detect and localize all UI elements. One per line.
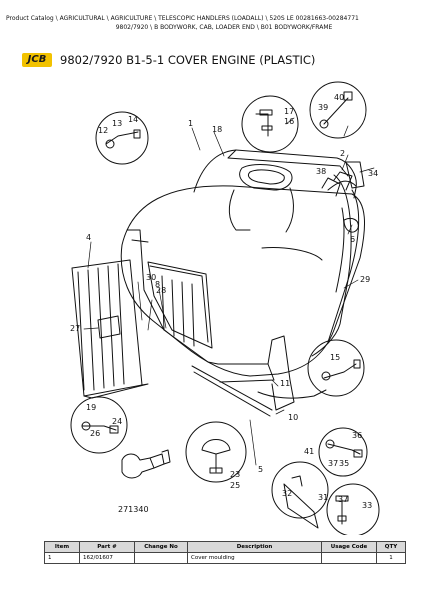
callout-13: 13 (112, 119, 122, 128)
side-panel-drawing (71, 259, 149, 399)
seal-strips-drawing (257, 161, 365, 399)
column-header-usage-code: Usage Code (321, 541, 377, 553)
callout-37-lower: 37 (338, 495, 348, 504)
callout-25: 25 (230, 481, 240, 490)
cell-item: 1 (44, 552, 80, 564)
cell-description: Cover moulding (187, 552, 322, 564)
callout-41: 41 (304, 447, 314, 456)
callout-19: 19 (86, 403, 96, 412)
breadcrumb-item[interactable]: B01 BODYWORK/FRAME (260, 24, 333, 31)
breadcrumb-item[interactable]: 520S LE 00281663-00284771 (269, 15, 359, 22)
cell-usage-code (321, 552, 377, 564)
column-header-item: Item (44, 541, 80, 553)
cell-change-no (134, 552, 188, 564)
fastener-detail-circles (70, 81, 380, 535)
breadcrumb-item[interactable]: TELESCOPIC HANDLERS (LOADALL) (158, 15, 264, 22)
callout-27: 27 (70, 324, 80, 333)
breadcrumb-item[interactable]: Product Catalog (6, 15, 54, 22)
parts-table-header-row: Item Part # Change No Description Usage … (44, 541, 406, 553)
callout-38: 38 (316, 167, 326, 176)
callout-5: 5 (258, 465, 263, 474)
callout-30: 30 (146, 273, 156, 282)
breadcrumb-separator: \ (106, 15, 111, 22)
callout-31: 31 (318, 493, 328, 502)
cell-qty: 1 (376, 552, 406, 564)
callout-4: 4 (86, 233, 91, 242)
exploded-parts-diagram: 1 2 4 5 6 8 10 11 12 13 14 15 16 17 18 1… (22, 80, 427, 535)
breadcrumb-separator: \ (154, 15, 159, 22)
callout-6: 6 (350, 235, 355, 244)
callout-26: 26 (90, 429, 100, 438)
callout-34: 34 (368, 169, 378, 178)
page-header: JCB 9802/7920 B1-5-1 COVER ENGINE (PLAST… (22, 50, 432, 72)
callout-39: 39 (318, 103, 328, 112)
breadcrumb-line-1: Product Catalog \ AGRICULTURAL \ AGRICUL… (6, 14, 442, 23)
jcb-logo: JCB (22, 53, 52, 67)
callout-12: 12 (98, 126, 108, 135)
breadcrumb: Product Catalog \ AGRICULTURAL \ AGRICUL… (6, 14, 442, 32)
drawing-number: 271340 (118, 505, 149, 514)
breadcrumb-item[interactable]: B BODYWORK, CAB, LOADER END (154, 24, 255, 31)
breadcrumb-item[interactable]: AGRICULTURE (110, 15, 153, 22)
table-row[interactable]: 1 162/01607 Cover moulding 1 (44, 552, 406, 564)
breadcrumb-separator: \ (256, 24, 261, 31)
callout-10: 10 (288, 413, 298, 422)
breadcrumb-item[interactable]: 9802/7920 (115, 24, 149, 31)
callout-24: 24 (112, 417, 122, 426)
parts-table: Item Part # Change No Description Usage … (44, 541, 406, 564)
callout-37-upper: 37 (328, 459, 338, 468)
callout-17: 17 (284, 107, 294, 116)
engine-cover-drawing (120, 149, 365, 417)
callout-15: 15 (330, 353, 340, 362)
breadcrumb-item[interactable]: AGRICULTURAL (59, 15, 105, 22)
breadcrumb-separator: \ (150, 24, 155, 31)
callout-35: 35 (339, 459, 349, 468)
callout-36: 36 (352, 431, 362, 440)
callout-33: 33 (362, 501, 372, 510)
catch-drawing (121, 449, 171, 479)
callout-29: 29 (360, 275, 370, 284)
callout-28: 28 (156, 286, 166, 295)
callout-2: 2 (340, 149, 345, 158)
callout-18: 18 (212, 125, 222, 134)
diagram-svg: 1 2 4 5 6 8 10 11 12 13 14 15 16 17 18 1… (70, 81, 380, 535)
column-header-description: Description (187, 541, 322, 553)
bolt-shapes (81, 91, 363, 529)
breadcrumb-separator: \ (55, 15, 60, 22)
callout-23: 23 (230, 470, 240, 479)
callout-14: 14 (128, 115, 138, 124)
callout-16: 16 (284, 117, 294, 126)
column-header-qty: QTY (376, 541, 406, 553)
cell-part-number[interactable]: 162/01607 (79, 552, 135, 564)
leader-lines (83, 117, 375, 466)
callout-40: 40 (334, 93, 344, 102)
column-header-change-no: Change No (134, 541, 188, 553)
callout-labels: 1 2 4 5 6 8 10 11 12 13 14 15 16 17 18 1… (70, 93, 378, 514)
callout-8: 8 (155, 280, 160, 289)
breadcrumb-line-2: 9802/7920 \ B BODYWORK, CAB, LOADER END … (6, 23, 442, 32)
breadcrumb-separator: \ (265, 15, 270, 22)
page-title: 9802/7920 B1-5-1 COVER ENGINE (PLASTIC) (60, 53, 316, 67)
callout-32: 32 (282, 489, 292, 498)
callout-1: 1 (188, 119, 193, 128)
callout-11: 11 (280, 379, 290, 388)
column-header-part-number: Part # (79, 541, 135, 553)
